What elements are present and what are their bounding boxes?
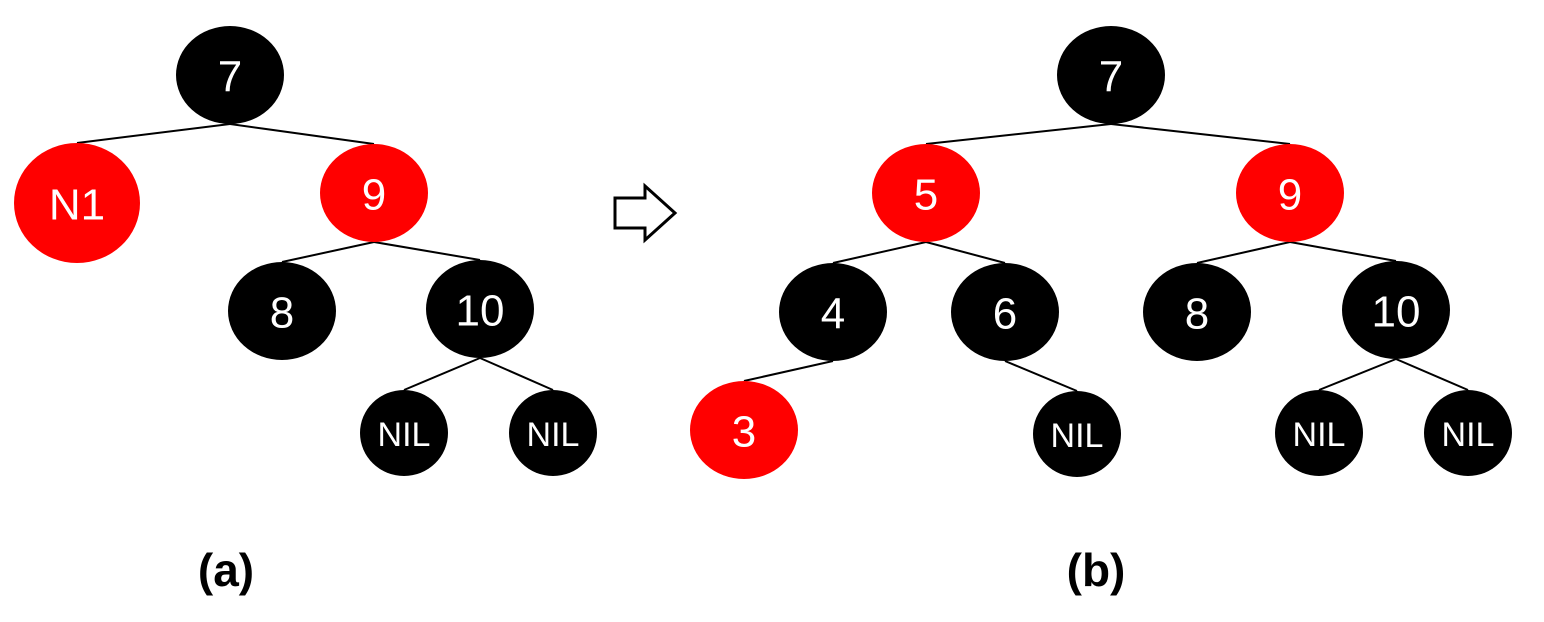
transition-arrow-icon <box>613 182 678 244</box>
tree-node-b-8: 8 <box>1143 263 1251 361</box>
caption-a: (a) <box>198 544 254 596</box>
node-label: 4 <box>821 290 845 339</box>
node-circle-black <box>176 26 284 124</box>
edge-b-7-to-b-9 <box>1110 123 1291 145</box>
node-circle-black <box>1424 390 1512 476</box>
tree-node-b-3: 3 <box>690 381 798 479</box>
node-circle-black <box>779 263 887 361</box>
node-label: NIL <box>1051 417 1104 455</box>
node-label: N1 <box>49 181 105 230</box>
node-circle-black <box>1033 391 1121 477</box>
node-circle-black <box>1143 263 1251 361</box>
node-circle-red <box>690 381 798 479</box>
node-label: 6 <box>993 290 1017 339</box>
edge-b-9-to-b-10 <box>1289 241 1397 262</box>
node-label: 9 <box>1278 171 1302 220</box>
node-label: 3 <box>732 408 756 457</box>
tree-node-b-nil1: NIL <box>1033 391 1121 477</box>
edge-b-6-to-b-nil1 <box>1004 360 1078 392</box>
edge-b-4-to-b-3 <box>743 360 834 382</box>
node-label: 7 <box>1099 53 1123 102</box>
node-label: 10 <box>1372 288 1421 337</box>
tree-node-a-nil2: NIL <box>509 390 597 476</box>
node-circle-black <box>509 390 597 476</box>
tree-node-a-7: 7 <box>176 26 284 124</box>
tree-node-b-7: 7 <box>1057 26 1165 124</box>
node-circle-black <box>951 263 1059 361</box>
edge-b-10-to-b-nil2 <box>1318 358 1397 391</box>
node-label: 5 <box>914 171 938 220</box>
tree-node-a-10: 10 <box>426 260 534 358</box>
node-label: NIL <box>1442 416 1495 454</box>
node-circle-black <box>228 262 336 360</box>
node-circle-black <box>1342 261 1450 359</box>
edge-a-9-to-a-8 <box>281 241 375 263</box>
edge-b-5-to-b-6 <box>925 241 1006 264</box>
tree-node-b-4: 4 <box>779 263 887 361</box>
node-label: NIL <box>527 416 580 454</box>
node-label: NIL <box>378 416 431 454</box>
tree-node-a-nil1: NIL <box>360 390 448 476</box>
edge-b-7-to-b-5 <box>925 123 1112 145</box>
node-label: NIL <box>1293 416 1346 454</box>
edge-b-9-to-b-8 <box>1196 241 1291 264</box>
tree-node-b-10: 10 <box>1342 261 1450 359</box>
node-label: 8 <box>270 289 294 338</box>
node-label: 7 <box>218 53 242 102</box>
edge-b-10-to-b-nil3 <box>1395 358 1469 391</box>
tree-node-a-N1: N1 <box>14 143 140 263</box>
node-label: 10 <box>456 287 505 336</box>
edges-layer <box>76 123 1469 392</box>
tree-node-b-6: 6 <box>951 263 1059 361</box>
node-label: 9 <box>362 171 386 220</box>
node-circle-black <box>360 390 448 476</box>
edge-a-7-to-a-N1 <box>76 123 231 144</box>
node-circle-black <box>1275 390 1363 476</box>
edge-a-10-to-a-nil1 <box>403 357 481 391</box>
edge-a-7-to-a-9 <box>229 123 375 145</box>
node-label: 8 <box>1185 290 1209 339</box>
tree-node-b-nil3: NIL <box>1424 390 1512 476</box>
tree-node-b-9: 9 <box>1236 144 1344 242</box>
tree-node-b-5: 5 <box>872 144 980 242</box>
node-circle-black <box>1057 26 1165 124</box>
tree-node-a-8: 8 <box>228 262 336 360</box>
tree-node-b-nil2: NIL <box>1275 390 1363 476</box>
node-circle-black <box>426 260 534 358</box>
edge-a-9-to-a-10 <box>373 241 481 261</box>
edge-b-5-to-b-4 <box>832 241 927 264</box>
node-circle-red <box>14 143 140 263</box>
caption-b: (b) <box>1067 544 1126 596</box>
edge-a-10-to-a-nil2 <box>479 357 554 391</box>
node-circle-red <box>872 144 980 242</box>
node-circle-red <box>1236 144 1344 242</box>
node-circle-red <box>320 144 428 242</box>
tree-node-a-9: 9 <box>320 144 428 242</box>
